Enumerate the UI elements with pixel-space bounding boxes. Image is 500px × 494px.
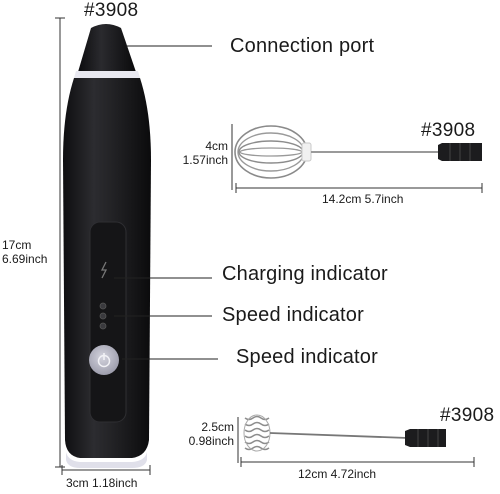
frother-handle (63, 24, 151, 468)
width-dimension-line (61, 465, 151, 475)
width-label: 3cm 1.18inch (66, 476, 138, 490)
control-panel (89, 221, 127, 423)
top-ring (74, 71, 140, 78)
spring-head-size: 2.5cm 0.98inch (166, 420, 234, 448)
callout-speed-indicator-2: Speed indicator (236, 346, 378, 368)
speed-dot-3 (99, 322, 107, 330)
height-dimension-line (55, 17, 65, 468)
callout-charging-indicator: Charging indicator (222, 263, 388, 285)
whisk-head-cm: 4cm (205, 139, 228, 153)
main-model-code: #3908 (84, 0, 139, 21)
spring-model-code: #3908 (440, 405, 495, 426)
spring-head-inch: 0.98inch (188, 434, 234, 448)
spring-head-cm: 2.5cm (201, 420, 234, 434)
speed-dot-1 (99, 302, 107, 310)
bottom-ring (66, 452, 147, 468)
spring-length-label: 12cm 4.72inch (298, 467, 377, 481)
whisk-attachment (231, 124, 483, 193)
whisk-head-size: 4cm 1.57inch (160, 139, 228, 167)
height-inch: 6.69inch (2, 252, 48, 266)
whisk-length-label: 14.2cm 5.7inch (322, 192, 404, 206)
whisk-head-inch: 1.57inch (182, 153, 228, 167)
charging-indicator-icon (100, 261, 108, 279)
speed-dot-2 (99, 312, 107, 320)
whisk-model-code: #3908 (421, 120, 476, 141)
callout-connection-port: Connection port (230, 35, 375, 57)
height-cm: 17cm (2, 238, 32, 252)
height-label: 17cm 6.69inch (2, 238, 58, 266)
spring-attachment (237, 414, 475, 467)
callout-speed-indicator-1: Speed indicator (222, 304, 364, 326)
connection-port-cap (78, 24, 136, 72)
